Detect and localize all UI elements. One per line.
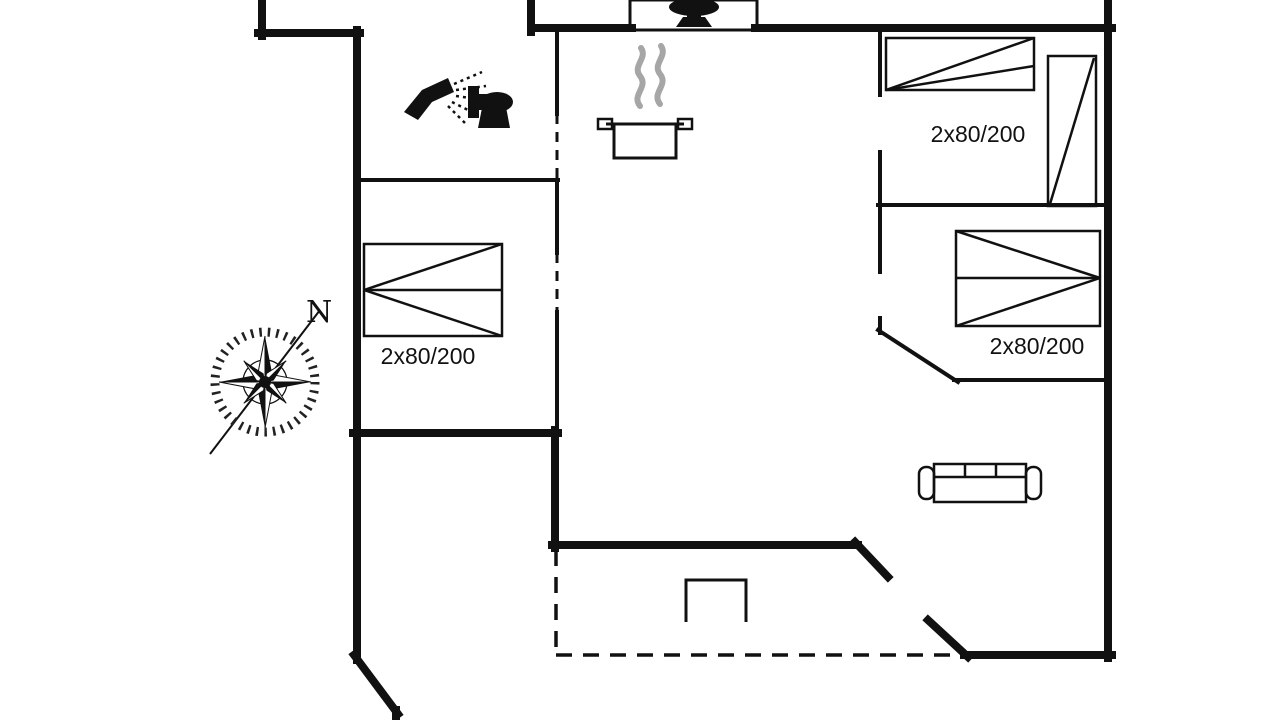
sofa-icon <box>917 462 1043 504</box>
cooking-pot-icon <box>596 117 694 160</box>
entrance-step-symbol <box>684 578 748 622</box>
interior-walls <box>355 26 1112 437</box>
bed-label-left: 2x80/200 <box>381 343 476 369</box>
sink-icon <box>628 0 759 32</box>
terrace-dashed-outline <box>554 550 964 657</box>
compass-rose-icon <box>209 309 321 455</box>
toilet-icon <box>468 86 513 128</box>
outer-walls <box>254 0 1116 720</box>
wardrobe-symbol <box>1046 54 1098 208</box>
bed-label-mid-right: 2x80/200 <box>990 333 1085 359</box>
steam-icon <box>634 43 666 109</box>
bed-label-top-right: 2x80/200 <box>931 121 1026 147</box>
bed-symbol-mid-right <box>954 229 1102 328</box>
bed-symbol-left <box>362 242 504 338</box>
bed-symbol-top-right <box>884 36 1036 92</box>
compass-north-label: N <box>306 295 332 330</box>
